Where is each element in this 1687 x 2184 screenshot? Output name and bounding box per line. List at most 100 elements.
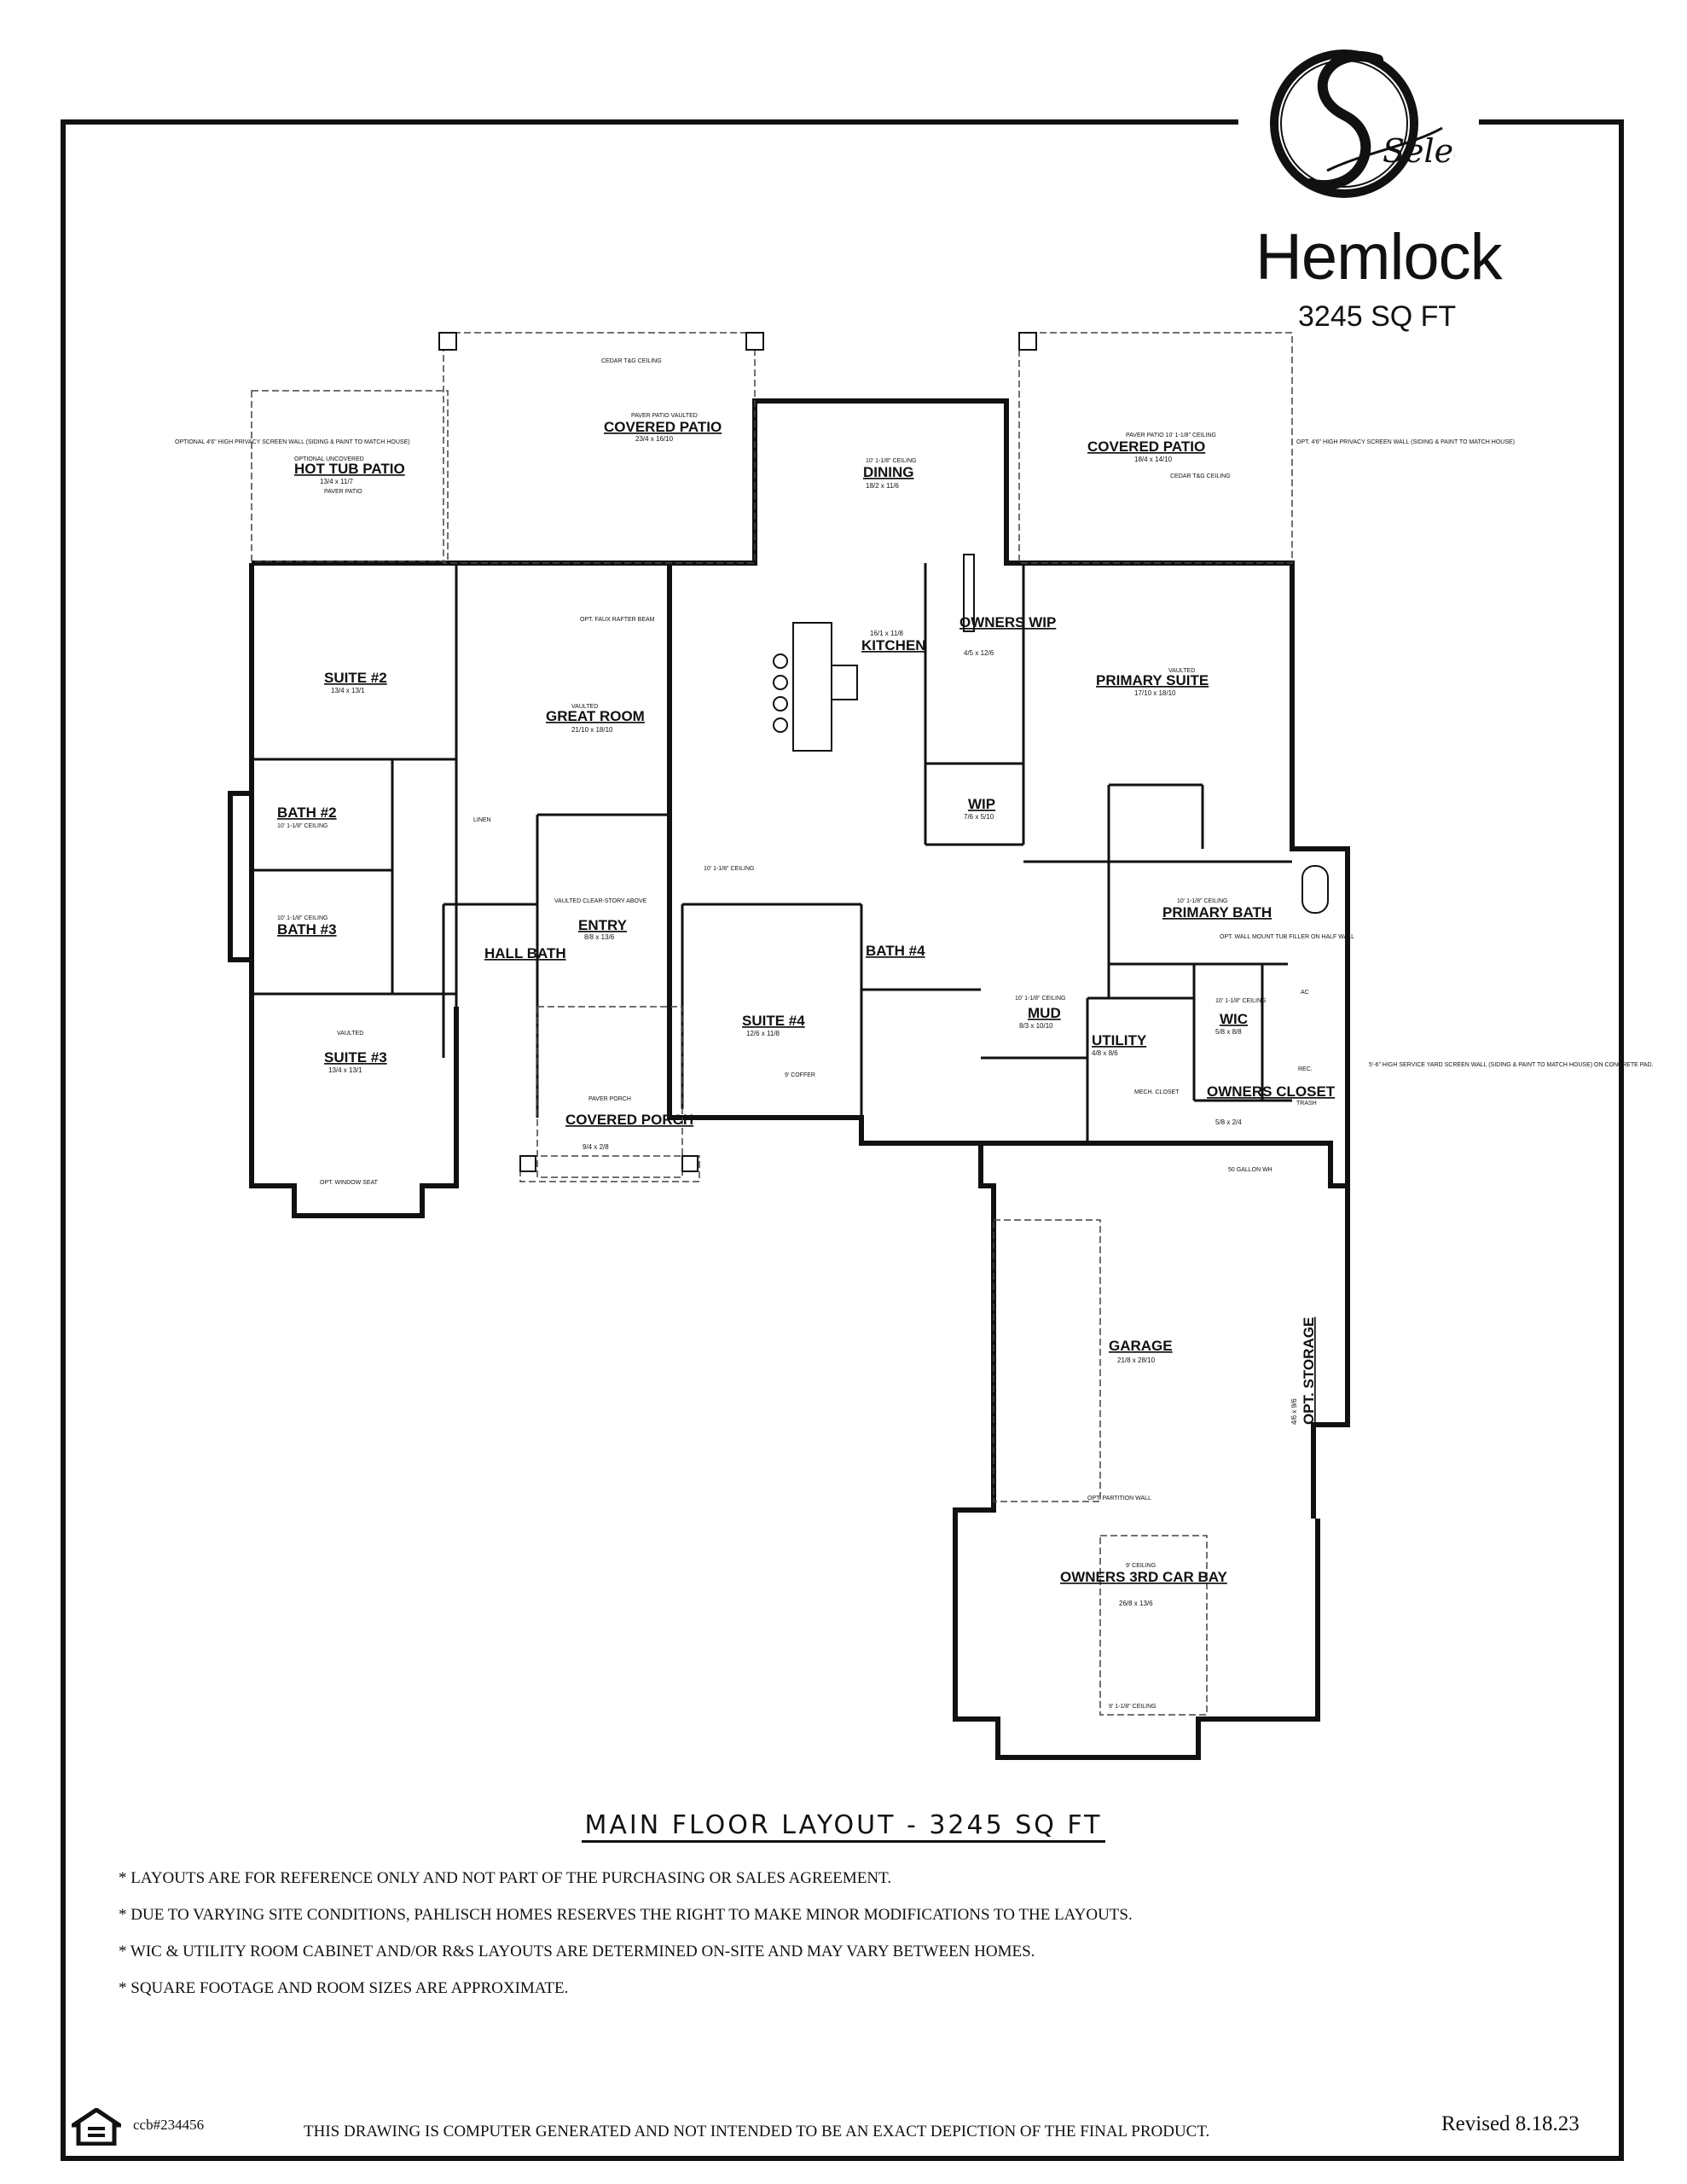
svg-text:KITCHEN: KITCHEN <box>861 637 926 653</box>
room-wip: WIP 7/6 x 5/10 <box>964 796 995 821</box>
svg-text:OWNERS WIP: OWNERS WIP <box>959 614 1056 630</box>
svg-text:BATH #4: BATH #4 <box>866 943 925 959</box>
room-covered-porch: PAVER PORCH COVERED PORCH 9/4 x 2/8 <box>565 1096 693 1151</box>
room-owners-wip: OWNERS WIP 4/5 x 12/6 <box>959 614 1056 657</box>
svg-text:VAULTED: VAULTED <box>571 704 598 710</box>
svg-text:REC.: REC. <box>1298 1066 1313 1072</box>
plan-name: Hemlock <box>1255 221 1503 293</box>
svg-text:9' 1-1/8" CEILING: 9' 1-1/8" CEILING <box>1109 1704 1157 1710</box>
svg-text:GARAGE: GARAGE <box>1109 1338 1173 1354</box>
svg-text:PAVER PORCH: PAVER PORCH <box>588 1096 631 1102</box>
svg-text:5'-6" HIGH SERVICE YARD SCREEN: 5'-6" HIGH SERVICE YARD SCREEN WALL (SID… <box>1369 1062 1654 1068</box>
svg-text:VAULTED CLEAR-STORY ABOVE: VAULTED CLEAR-STORY ABOVE <box>554 898 647 904</box>
kitchen-island <box>773 554 1329 914</box>
svg-text:4/8 x 8/6: 4/8 x 8/6 <box>1092 1049 1118 1057</box>
svg-text:9' CEILING: 9' CEILING <box>1126 1563 1156 1569</box>
svg-text:DINING: DINING <box>863 464 914 480</box>
svg-text:OPT. WALL MOUNT TUB FILLER ON: OPT. WALL MOUNT TUB FILLER ON HALF WALL <box>1220 934 1354 940</box>
svg-text:PAVER PATIO VAULTED: PAVER PATIO VAULTED <box>631 413 698 419</box>
room-hall-bath: HALL BATH <box>484 945 566 961</box>
room-bath3: 10' 1-1/8" CEILING BATH #3 <box>277 915 337 938</box>
svg-text:18/4 x 14/10: 18/4 x 14/10 <box>1134 456 1173 463</box>
svg-text:VAULTED: VAULTED <box>337 1031 363 1037</box>
patio-outlines <box>251 332 1293 1716</box>
svg-text:HALL BATH: HALL BATH <box>484 945 566 961</box>
svg-text:ENTRY: ENTRY <box>578 917 628 933</box>
disclaimer-list: * LAYOUTS ARE FOR REFERENCE ONLY AND NOT… <box>119 1870 1483 2017</box>
svg-text:8/3 x 10/10: 8/3 x 10/10 <box>1019 1022 1053 1030</box>
svg-text:AC: AC <box>1301 990 1309 996</box>
svg-text:5/8 x 8/8: 5/8 x 8/8 <box>1215 1028 1242 1036</box>
svg-text:OWNERS CLOSET: OWNERS CLOSET <box>1207 1083 1336 1100</box>
room-mud: 10' 1-1/8" CEILING MUD 8/3 x 10/10 <box>1015 996 1065 1030</box>
svg-text:9/4 x 2/8: 9/4 x 2/8 <box>583 1143 609 1151</box>
svg-text:10' 1-1/8" CEILING: 10' 1-1/8" CEILING <box>704 866 754 872</box>
svg-text:10' 1-1/8" CEILING: 10' 1-1/8" CEILING <box>277 915 328 921</box>
svg-text:10' 1-1/8" CEILING: 10' 1-1/8" CEILING <box>1015 996 1065 1002</box>
room-entry: VAULTED CLEAR-STORY ABOVE ENTRY 8/8 x 13… <box>554 898 647 941</box>
svg-text:17/10 x 18/10: 17/10 x 18/10 <box>1134 689 1176 697</box>
svg-text:HOT TUB PATIO: HOT TUB PATIO <box>294 461 405 477</box>
svg-text:21/8 x 28/10: 21/8 x 28/10 <box>1117 1356 1156 1364</box>
svg-text:4/6 x 9/6: 4/6 x 9/6 <box>1290 1398 1298 1425</box>
svg-text:OPTIONAL 4'6" HIGH PRIVACY SCR: OPTIONAL 4'6" HIGH PRIVACY SCREEN WALL (… <box>175 439 410 445</box>
svg-text:UTILITY: UTILITY <box>1092 1032 1147 1048</box>
svg-text:23/4 x 16/10: 23/4 x 16/10 <box>635 435 674 443</box>
svg-text:PRIMARY SUITE: PRIMARY SUITE <box>1096 672 1209 688</box>
exterior-walls <box>228 398 1350 1760</box>
disclaimer-item: * DUE TO VARYING SITE CONDITIONS, PAHLIS… <box>119 1906 1133 1924</box>
svg-text:10' 1-1/8" CEILING: 10' 1-1/8" CEILING <box>277 823 328 829</box>
room-primary-bath: 10' 1-1/8" CEILING PRIMARY BATH OPT. WAL… <box>1162 898 1354 940</box>
svg-text:4/5 x 12/6: 4/5 x 12/6 <box>964 649 994 657</box>
page-border <box>61 119 1624 2161</box>
room-wic: 10' 1-1/8" CEILING WIC 5/8 x 8/8 <box>1215 998 1266 1036</box>
svg-text:OPT. 4'6" HIGH PRIVACY SCREEN: OPT. 4'6" HIGH PRIVACY SCREEN WALL (SIDI… <box>1296 439 1515 445</box>
svg-text:MUD: MUD <box>1028 1005 1061 1021</box>
disclaimer-item: * LAYOUTS ARE FOR REFERENCE ONLY AND NOT… <box>119 1869 892 1887</box>
room-third-car-bay: 9' CEILING OWNERS 3RD CAR BAY 26/8 x 13/… <box>1060 1563 1228 1607</box>
svg-text:TRASH: TRASH <box>1296 1101 1317 1107</box>
svg-text:10' 1-1/8" CEILING: 10' 1-1/8" CEILING <box>866 458 916 464</box>
ccb-number: ccb#234456 <box>133 2117 205 2133</box>
svg-text:7/6 x 5/10: 7/6 x 5/10 <box>964 813 994 821</box>
disclaimer-item: * WIC & UTILITY ROOM CABINET AND/OR R&S … <box>119 1943 1035 1960</box>
room-covered-patio-center: PAVER PATIO VAULTED COVERED PATIO 23/4 x… <box>601 358 722 443</box>
svg-text:18/2 x 11/6: 18/2 x 11/6 <box>866 482 900 490</box>
layout-title: MAIN FLOOR LAYOUT - 3245 SQ FT <box>0 1810 1687 1843</box>
svg-text:PAVER PATIO 10' 1-1/8" CEILING: PAVER PATIO 10' 1-1/8" CEILING <box>1126 433 1216 439</box>
svg-text:WIP: WIP <box>968 796 995 812</box>
room-great-room: VAULTED GREAT ROOM 21/10 x 18/10 <box>546 704 645 734</box>
room-bath2: BATH #2 10' 1-1/8" CEILING <box>277 804 337 829</box>
svg-text:OPT. PARTITION WALL: OPT. PARTITION WALL <box>1087 1496 1151 1502</box>
svg-text:9' COFFER: 9' COFFER <box>785 1072 815 1078</box>
svg-text:8/8 x 13/6: 8/8 x 13/6 <box>584 933 615 941</box>
room-suite4: SUITE #4 12/6 x 11/8 9' COFFER <box>742 1013 815 1078</box>
logo-text: Select <box>1383 132 1455 170</box>
room-suite3: VAULTED SUITE #3 13/4 x 13/1 OPT. WINDOW… <box>320 1031 387 1186</box>
room-kitchen: 16/1 x 11/8 KITCHEN <box>861 630 926 653</box>
svg-text:50 GALLON WH: 50 GALLON WH <box>1228 1167 1272 1173</box>
svg-text:OPT. WINDOW SEAT: OPT. WINDOW SEAT <box>320 1180 379 1186</box>
svg-text:SUITE #3: SUITE #3 <box>324 1049 387 1066</box>
svg-text:10' 1-1/8" CEILING: 10' 1-1/8" CEILING <box>1177 898 1227 904</box>
svg-text:26/8 x 13/6: 26/8 x 13/6 <box>1119 1600 1153 1607</box>
svg-text:10' 1-1/8" CEILING: 10' 1-1/8" CEILING <box>1215 998 1266 1004</box>
svg-text:MECH. CLOSET: MECH. CLOSET <box>1134 1089 1180 1095</box>
footer-statement: THIS DRAWING IS COMPUTER GENERATED AND N… <box>304 2123 1210 2140</box>
room-opt-storage: OPT. STORAGE 4/6 x 9/6 <box>1290 1317 1317 1425</box>
svg-text:SUITE #2: SUITE #2 <box>324 670 387 686</box>
svg-text:21/10 x 18/10: 21/10 x 18/10 <box>571 726 613 734</box>
interior-walls <box>252 563 1292 1143</box>
svg-text:13/4 x 13/1: 13/4 x 13/1 <box>331 687 365 694</box>
svg-text:13/4 x 11/7: 13/4 x 11/7 <box>320 478 354 485</box>
room-suite2: SUITE #2 13/4 x 13/1 <box>324 670 387 694</box>
posts <box>438 332 1037 1172</box>
room-garage: GARAGE 21/8 x 28/10 <box>1109 1338 1173 1364</box>
disclaimer-item: * SQUARE FOOTAGE AND ROOM SIZES ARE APPR… <box>119 1979 569 1997</box>
plan-square-feet: 3245 SQ FT <box>1298 300 1457 333</box>
svg-text:16/1 x 11/8: 16/1 x 11/8 <box>870 630 904 637</box>
svg-text:OPT. FAUX RAFTER BEAM: OPT. FAUX RAFTER BEAM <box>580 617 655 623</box>
svg-text:CEDAR T&G CEILING: CEDAR T&G CEILING <box>1170 473 1231 479</box>
svg-text:5/8 x 2/4: 5/8 x 2/4 <box>1215 1118 1242 1126</box>
